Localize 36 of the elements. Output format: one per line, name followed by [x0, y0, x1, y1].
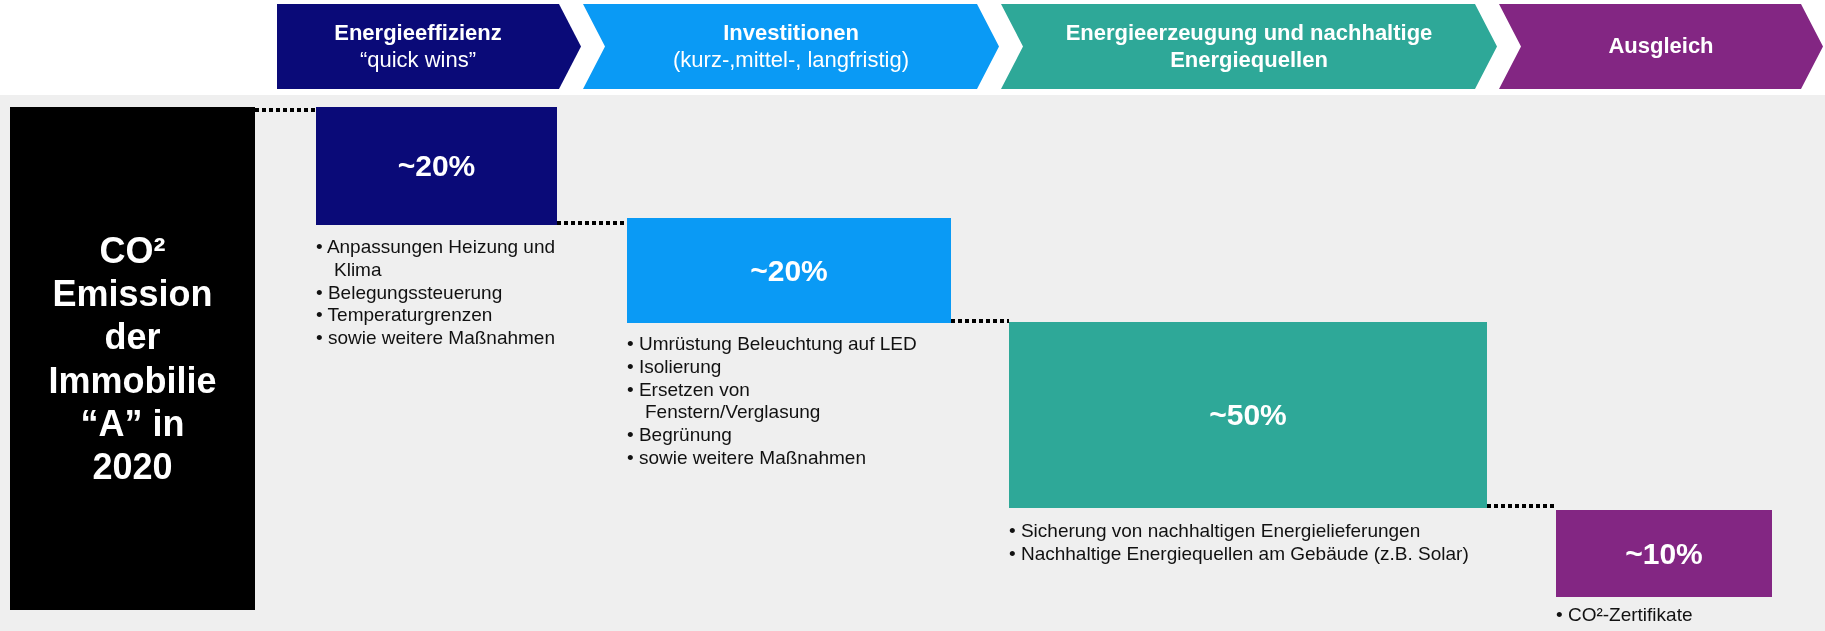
- bullet-text: • sowie weitere Maßnahmen: [627, 447, 867, 470]
- emission-label: CO² Emission der Immobilie “A” in 2020: [47, 228, 218, 489]
- share-box: [627, 218, 951, 323]
- share-box: [316, 107, 557, 225]
- bullet-text: • sowie weitere Maßnahmen: [316, 327, 556, 350]
- phase-subtitle: (kurz-,mittel-, langfristig): [673, 46, 909, 73]
- phase-title: Ausgleich: [1608, 33, 1714, 60]
- bullet-text: • Temperaturgrenzen: [316, 304, 494, 328]
- bullet-text: • Ersetzen von Fenstern/Verglasung: [627, 378, 822, 425]
- phase-subtitle: “quick wins”: [359, 46, 477, 73]
- bullet-text: • Isolierung: [627, 355, 723, 379]
- bullet-text: • Begrünung: [627, 424, 733, 447]
- percentage-value: ~20%: [397, 148, 476, 184]
- phase-title: Investitionen: [723, 20, 859, 47]
- bullet-text: • Sicherung von nachhaltigen Energielieferungen: [1009, 520, 1422, 543]
- percentage-value: ~20%: [750, 252, 828, 289]
- phase-band: [277, 4, 581, 89]
- share-box: [1009, 322, 1487, 508]
- share-box: [1556, 510, 1772, 597]
- percentage-value: ~10%: [1625, 535, 1703, 572]
- bullet-text: • CO²-Zertifikate: [1556, 604, 1694, 627]
- phase-band: [1499, 4, 1823, 89]
- emission-box: [10, 107, 255, 610]
- dotted-connector: [951, 319, 1009, 323]
- dotted-connector: [1487, 504, 1556, 508]
- percentage-value: ~50%: [1209, 397, 1287, 433]
- phase-band: [1001, 4, 1497, 89]
- dotted-connector: [255, 108, 316, 112]
- bullet-text: • Nachhaltige Energiequellen am Gebäude (z.B. Solar): [1009, 542, 1470, 566]
- phase-band: [583, 4, 999, 89]
- bullet-text: • Umrüstung Beleuchtung auf LED: [627, 333, 918, 356]
- phase-title: Energieeffizienz: [334, 20, 502, 47]
- phase-title: Energieerzeugung und nachhaltige Energiequellen: [1064, 20, 1434, 73]
- bullet-text: • Belegungssteuerung: [316, 281, 504, 305]
- bullet-text: • Anpassungen Heizung und Klima: [316, 236, 557, 282]
- dotted-connector: [557, 221, 627, 225]
